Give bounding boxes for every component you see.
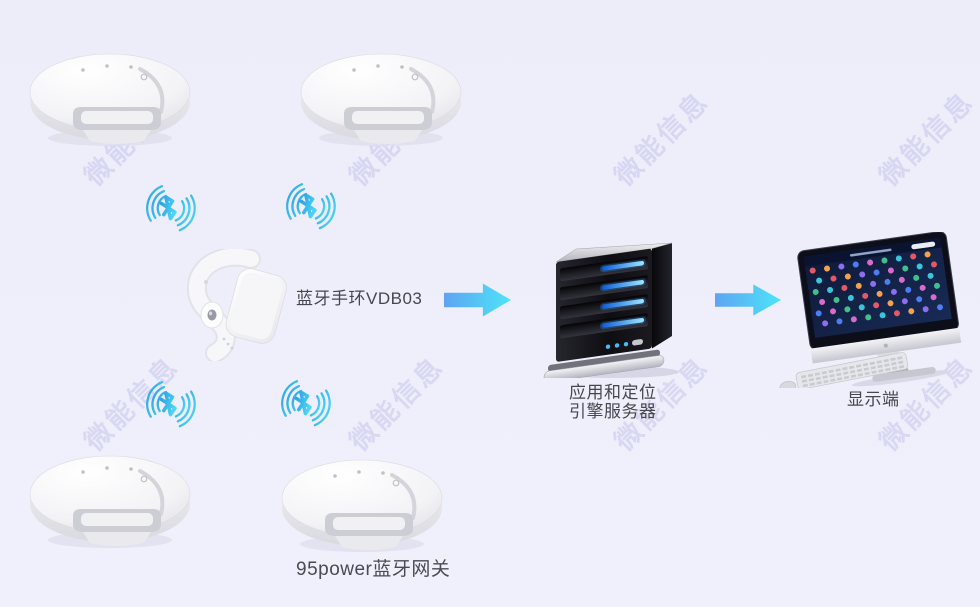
bluetooth-gateway-bottom-right [277, 456, 447, 558]
bluetooth-gateway-bottom-left [25, 452, 195, 554]
bluetooth-gateway-top-left [25, 50, 195, 152]
server-device [542, 226, 684, 383]
gateway-device-icon [25, 452, 195, 554]
gateway-caption: 95power蓝牙网关 [296, 559, 451, 580]
display-terminal-device [770, 231, 968, 393]
bluetooth-wave-icon [274, 370, 332, 434]
bluetooth-wave-icon [139, 175, 197, 239]
bluetooth-wave-icon [279, 173, 337, 237]
bluetooth-wave-icon [139, 371, 197, 435]
server-label-line2: 引擎服务器 [569, 402, 657, 421]
watermark-text: 微能信息 [608, 85, 715, 192]
gateway-device-icon [277, 456, 447, 558]
server-tower-icon [543, 242, 679, 383]
wristband-label: 蓝牙手环VDB03 [296, 289, 423, 308]
gateway-device-icon [25, 50, 195, 152]
bluetooth-signal-icon-top-right [279, 173, 337, 237]
watermark-text: 微能信息 [343, 350, 450, 457]
server-label: 应用和定位 引擎服务器 [569, 383, 657, 421]
bluetooth-signal-icon-top-left [139, 175, 197, 239]
watermark-text: 微能信息 [873, 85, 980, 192]
bluetooth-signal-icon-bottom-left [139, 371, 197, 435]
display-label: 显示端 [847, 390, 900, 409]
wristband-icon [186, 246, 287, 363]
server-label-line1: 应用和定位 [569, 383, 657, 402]
monitor-icon [779, 231, 962, 393]
bluetooth-signal-icon-bottom-right [274, 370, 332, 434]
bluetooth-wristband-device [183, 246, 295, 366]
flow-arrow-wristband-to-server [444, 283, 511, 317]
bluetooth-gateway-top-right [296, 50, 466, 152]
gateway-device-icon [296, 50, 466, 152]
